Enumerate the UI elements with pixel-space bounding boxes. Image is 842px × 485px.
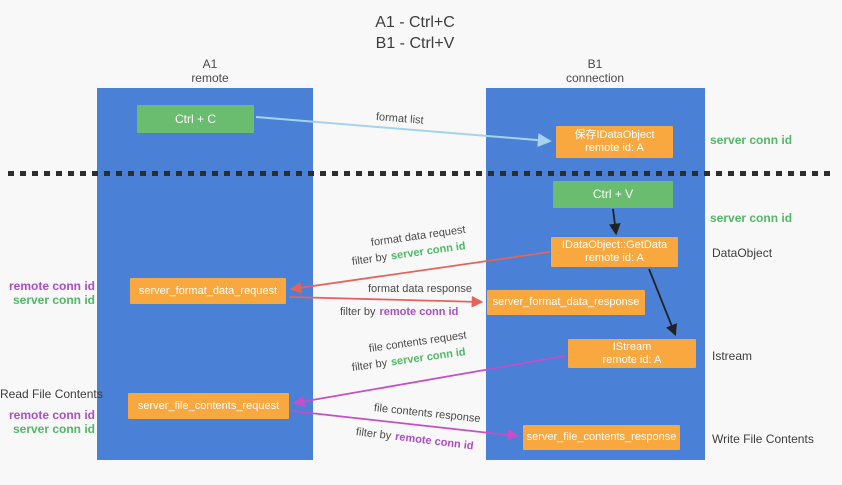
- lane-b1-subtitle: connection: [565, 71, 625, 85]
- node-server-file-contents-request-label: server_file_contents_request: [137, 399, 280, 412]
- node-idataobject-getdata: IDataObject::GetData remote id: A: [551, 237, 678, 267]
- left-label-server-conn-id-1: server conn id: [12, 293, 95, 307]
- node-server-file-contents-response: server_file_contents_response: [523, 425, 680, 450]
- lane-header-a1: A1 remote: [145, 57, 275, 85]
- node-save-idataobject-line1: 保存IDataObject: [574, 129, 655, 141]
- left-label-remote-conn-id-1: remote conn id: [8, 279, 95, 293]
- title-line-1: A1 - Ctrl+C: [375, 14, 455, 31]
- node-server-format-data-request-label: server_format_data_request: [138, 284, 278, 297]
- lane-a1-subtitle: remote: [191, 71, 229, 85]
- right-label-write-file-contents: Write File Contents: [712, 432, 814, 446]
- node-ctrl-c-label: Ctrl + C: [174, 111, 216, 126]
- node-istream-line1: IStream: [612, 340, 652, 353]
- right-label-istream: Istream: [712, 349, 753, 363]
- node-server-format-data-response-label: server_format_data_response: [492, 296, 640, 308]
- lane-a1-name: A1: [202, 57, 218, 71]
- arrow-format-data-response: [288, 295, 484, 308]
- node-idataobject-getdata-line1: IDataObject::GetData: [561, 239, 668, 251]
- lane-b1-name: B1: [587, 57, 603, 71]
- left-label-read-file-contents: Read File Contents: [0, 387, 103, 401]
- edge-label-format-list: format list: [375, 111, 425, 127]
- node-save-idataobject: 保存IDataObject remote id: A: [556, 126, 673, 158]
- left-label-server-conn-id-2: server conn id: [12, 422, 95, 436]
- node-server-file-contents-request: server_file_contents_request: [128, 393, 289, 419]
- node-ctrl-c: Ctrl + C: [137, 105, 254, 133]
- node-save-idataobject-line2: remote id: A: [585, 142, 644, 154]
- left-label-remote-conn-id-2: remote conn id: [8, 408, 95, 422]
- diagram-title: A1 - Ctrl+C B1 - Ctrl+V: [300, 12, 530, 54]
- node-istream: IStream remote id: A: [568, 339, 696, 368]
- right-label-server-conn-id-2: server conn id: [710, 211, 793, 225]
- right-label-server-conn-id-1: server conn id: [710, 133, 793, 147]
- node-server-format-data-response: server_format_data_response: [487, 290, 645, 315]
- title-line-2: B1 - Ctrl+V: [375, 35, 455, 52]
- right-label-dataobject: DataObject: [712, 246, 773, 260]
- node-server-file-contents-response-label: server_file_contents_response: [526, 431, 677, 443]
- left-labels-file-request: Read File Contents remote conn id server…: [0, 387, 103, 436]
- phase-separator-dotted-line: [8, 171, 834, 176]
- edge-label-format-data-response: format data response: [368, 283, 472, 295]
- edge-label-file-contents-response: file contents response: [373, 402, 482, 426]
- lane-header-b1: B1 connection: [530, 57, 660, 85]
- node-istream-line2: remote id: A: [602, 353, 662, 366]
- node-idataobject-getdata-line2: remote id: A: [585, 252, 644, 264]
- left-labels-format-request: remote conn id server conn id: [0, 279, 95, 307]
- node-ctrl-v: Ctrl + V: [553, 181, 673, 208]
- node-ctrl-v-label: Ctrl + V: [592, 187, 634, 201]
- node-server-format-data-request: server_format_data_request: [130, 278, 286, 304]
